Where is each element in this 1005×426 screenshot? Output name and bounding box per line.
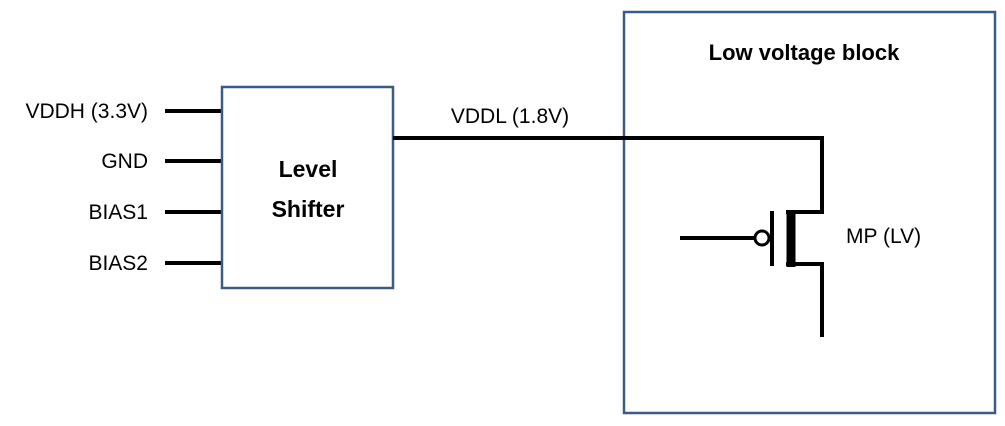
level-shifter-label-line1: Level	[279, 156, 338, 182]
level-shifter-block: Level Shifter VDDH (3.3V) GND BIAS1 BIAS…	[25, 85, 395, 290]
gate-bubble	[753, 229, 771, 247]
level-shifter-label-line2: Shifter	[272, 196, 345, 222]
level-shifter-border	[220, 85, 395, 290]
vddl-wire	[393, 136, 824, 212]
pin-label-vddh: VDDH (3.3V)	[25, 100, 148, 123]
pin-label-bias1: BIAS1	[88, 201, 148, 224]
vddl-net: VDDL (1.8V)	[393, 105, 824, 212]
vddl-net-label: VDDL (1.8V)	[451, 105, 569, 128]
transistor-label: MP (LV)	[846, 225, 921, 248]
pin-label-gnd: GND	[101, 150, 148, 173]
pin-label-bias2: BIAS2	[88, 252, 148, 275]
low-voltage-block-title: Low voltage block	[709, 40, 900, 65]
pmos-transistor: MP (LV)	[680, 210, 921, 337]
